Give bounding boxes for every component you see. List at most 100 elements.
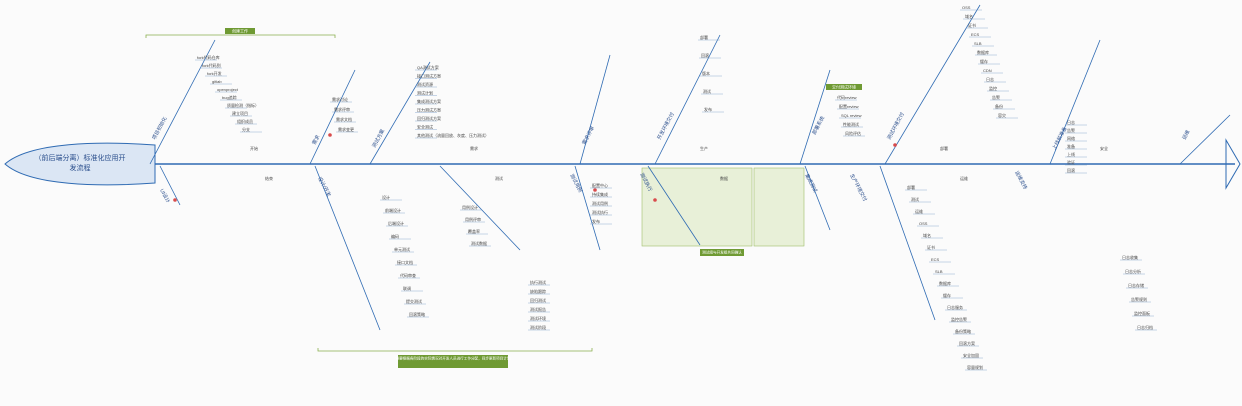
- leaf-label: 测试: [703, 88, 711, 94]
- leaf-label: 容灾: [998, 112, 1006, 118]
- leaf-label: 测试资源: [417, 81, 433, 87]
- leaf-label: ECS: [931, 257, 940, 262]
- top-main-bone: [149, 39, 216, 165]
- leaf-label: 运维: [915, 208, 923, 214]
- leaf-label: openproject: [217, 87, 239, 92]
- fish-head: [4, 142, 156, 186]
- leaf-label: 其他测试（流量回放、灰度、压力测试）: [417, 132, 489, 138]
- bottom-category-label: 设计/开发: [316, 176, 332, 198]
- top-category-label: 测试方案: [371, 128, 387, 149]
- leaf-label: 集成测试方案: [417, 98, 441, 104]
- leaf-label: 验证: [1067, 159, 1075, 165]
- leaf-label: 数据库: [939, 280, 951, 286]
- leaf-label: 测试环境: [530, 315, 546, 321]
- leaf-label: 日志: [986, 76, 994, 82]
- bottom-category-label: 运维支持: [1013, 170, 1029, 191]
- accent-marker: [893, 143, 897, 147]
- leaf-label: 联调: [403, 285, 411, 291]
- note-text: 交付测试环境: [832, 84, 856, 90]
- leaf-label: 日志归档: [1137, 324, 1153, 330]
- leaf-label: 组织成员: [237, 118, 253, 124]
- leaf-label: 建立项目: [232, 110, 248, 116]
- leaf-label: 回滚策略: [409, 311, 425, 317]
- leaf-label: 测试: [911, 196, 919, 202]
- leaf-label: 日志存储: [1128, 282, 1144, 288]
- bottom-main-bone: [159, 165, 181, 206]
- bottom-main-bone: [804, 165, 831, 231]
- leaf-label: 数据库: [977, 49, 989, 55]
- note-text: 测试组与开发组共同确认: [702, 250, 742, 255]
- bottom-main-bone: [439, 165, 521, 251]
- spine-label: 开始: [250, 145, 258, 151]
- accent-marker: [173, 198, 177, 202]
- leaf-label: 回滚: [1067, 167, 1075, 173]
- leaf-label: 需求文档: [336, 116, 352, 122]
- leaf-label: 准备: [1067, 143, 1075, 149]
- leaf-label: 缓存: [980, 58, 988, 64]
- leaf-label: 配置review: [839, 103, 859, 109]
- note-text: 需要根据各阶段的实际情况对开发人员进行工作分配，同步更新项目计划: [396, 356, 511, 361]
- leaf-label: 设计: [382, 194, 390, 200]
- leaf-label: QA测试方案: [417, 64, 439, 70]
- leaf-label: 版本: [702, 70, 710, 76]
- leaf-label: 覆盖率: [468, 228, 480, 234]
- leaf-label: fork代码仓库: [197, 54, 220, 60]
- leaf-label: 需求变更: [338, 126, 354, 132]
- bottom-category-label: 生产环境交付: [848, 173, 868, 203]
- leaf-label: OSS: [962, 5, 971, 10]
- highlight-box-left: [641, 167, 753, 247]
- leaf-label: 容量规划: [967, 364, 983, 370]
- leaf-label: 日志: [1067, 119, 1075, 125]
- spine-label: 测试: [495, 175, 503, 181]
- top-category-label: 测试环境交付: [886, 111, 906, 141]
- accent-marker: [593, 188, 597, 192]
- leaf-label: 回滚: [701, 52, 709, 58]
- spine-label: 安全: [1100, 145, 1108, 151]
- leaf-label: 需求评审: [334, 106, 350, 112]
- leaf-label: 后端设计: [388, 220, 404, 226]
- leaf-label: 提交测试: [406, 298, 422, 304]
- leaf-label: 风险评估: [845, 130, 861, 136]
- leaf-label: 告警规则: [1131, 296, 1147, 302]
- leaf-label: 需求讨论: [332, 96, 348, 102]
- leaf-label: 代码review: [837, 94, 857, 100]
- spine-label: 结束: [265, 175, 273, 181]
- bottom-category-label: UI设计: [158, 188, 171, 205]
- leaf-label: CDN: [983, 68, 992, 73]
- bones-layer: [149, 4, 1231, 331]
- leaf-label: 持续集成: [592, 191, 608, 197]
- leaf-label: 测试数据: [471, 240, 487, 246]
- note-tag: [826, 84, 862, 90]
- leaf-label: 证书: [968, 22, 976, 28]
- leaf-label: 测试计划: [417, 90, 433, 96]
- leaf-label: gitlab: [212, 79, 222, 84]
- leaf-label: 缓存: [943, 292, 951, 298]
- leaf-label: 监控面板: [1134, 310, 1150, 316]
- top-category-label: 项目初始化: [151, 116, 169, 141]
- leaf-label: 测试报告: [530, 306, 546, 312]
- top-category-label: 部署系统: [811, 115, 827, 136]
- bottom-main-bone: [879, 165, 936, 321]
- leaf-label: 性能测试: [843, 121, 859, 127]
- leaf-label: 回归测试: [530, 297, 546, 303]
- top-category-label: 需求: [311, 134, 322, 146]
- leaf-label: SLB: [935, 269, 943, 274]
- leaf-label: 测试用例: [592, 200, 608, 206]
- note-tag: [398, 355, 508, 368]
- spine-label: 需求: [470, 145, 478, 151]
- leaf-label: 日志分析: [1125, 268, 1141, 274]
- leaves-layer: fork代码仓库fork代码到fork开发gitlabopenprojectbu…: [195, 5, 1157, 371]
- top-main-bone: [884, 4, 981, 165]
- leaf-label: 证书: [927, 244, 935, 250]
- leaf-label: 部署: [700, 34, 708, 40]
- leaf-label: 备份策略: [955, 328, 971, 334]
- bottom-category-label: 测试用例: [568, 173, 584, 194]
- leaf-label: 日志服务: [947, 304, 963, 310]
- leaf-label: 单元测试: [394, 246, 410, 252]
- top-main-bone: [1179, 114, 1231, 165]
- spine-label: 数据: [720, 175, 728, 181]
- leaf-label: 上线: [1067, 151, 1075, 157]
- leaf-label: 安全加固: [963, 352, 979, 358]
- leaf-label: 质量检测（指标）: [227, 102, 259, 108]
- leaf-label: 安全测试: [417, 124, 433, 130]
